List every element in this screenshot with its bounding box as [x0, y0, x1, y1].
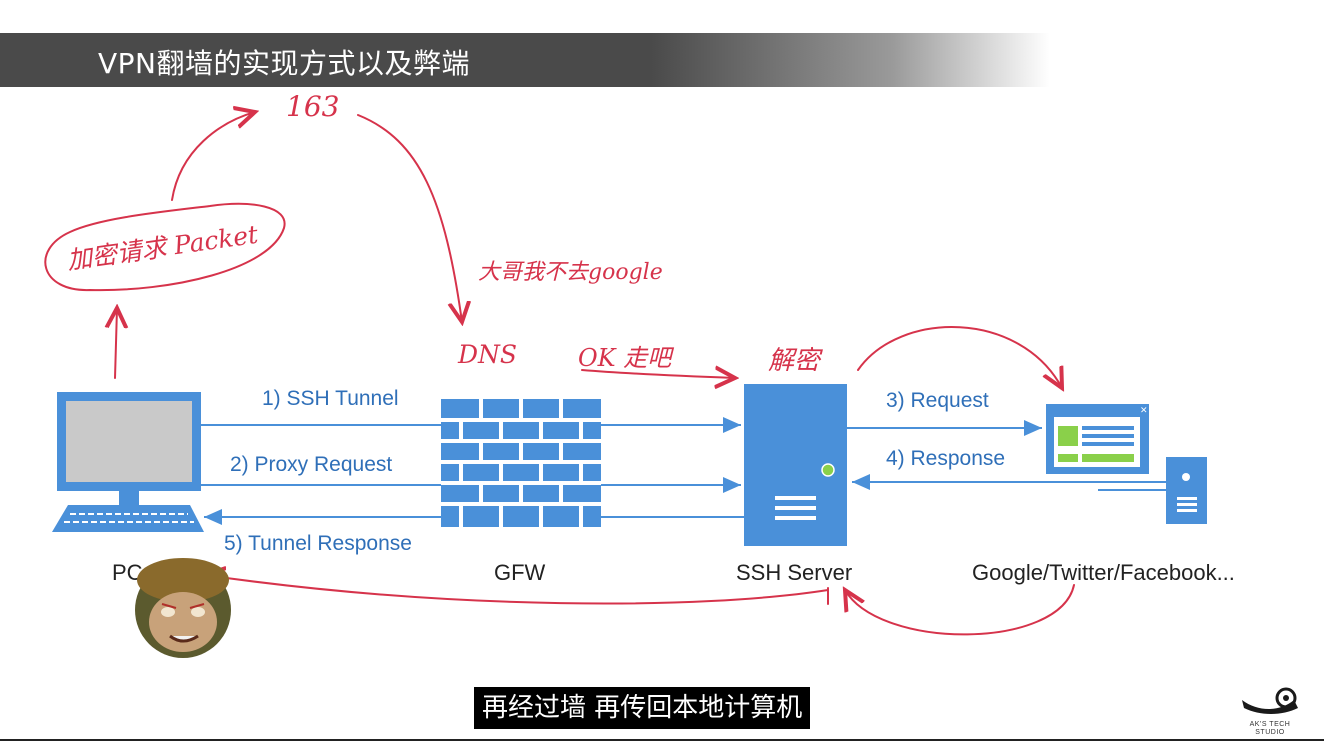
connection-lines — [201, 417, 1166, 525]
annotation-163: 163 — [286, 90, 340, 123]
title-bar — [0, 33, 1050, 87]
handwritten-annotations — [44, 112, 1075, 636]
node-label-sites: Google/Twitter/Facebook... — [972, 560, 1235, 585]
logo-line-1: AK'S TECH — [1249, 721, 1291, 728]
bottom-divider — [0, 739, 1324, 741]
server-icon — [744, 384, 847, 546]
node-label-gfw: GFW — [494, 560, 546, 585]
annotation-decrypt: 解密 — [768, 346, 821, 376]
annotation-not-google: 大哥我不去google — [478, 260, 663, 285]
pc-icon — [52, 392, 204, 532]
edge-label-response: 4) Response — [886, 447, 1006, 470]
annotation-dns: DNS — [458, 340, 518, 369]
edge-label-proxy-request: 2) Proxy Request — [230, 453, 393, 476]
edge-label-request: 3) Request — [886, 389, 989, 412]
firewall-icon — [441, 399, 601, 527]
annotation-ok: OK 走吧 — [578, 344, 672, 372]
logo-line-2: STUDIO — [1255, 729, 1285, 736]
video-subtitle: 再经过墙 再传回本地计算机 — [474, 687, 811, 729]
slide-title: VPN翻墙的实现方式以及弊端 — [98, 47, 470, 80]
logo-text: AK'S TECH STUDIO — [1241, 721, 1299, 737]
svg-text:✕: ✕ — [1140, 406, 1148, 416]
browser-window-icon: ✕ — [1046, 404, 1149, 474]
web-server-icon — [1166, 457, 1207, 524]
edge-label-tunnel-response: 5) Tunnel Response — [224, 532, 412, 555]
edge-label-ssh-tunnel: 1) SSH Tunnel — [262, 387, 399, 410]
node-label-ssh-server: SSH Server — [736, 560, 853, 585]
